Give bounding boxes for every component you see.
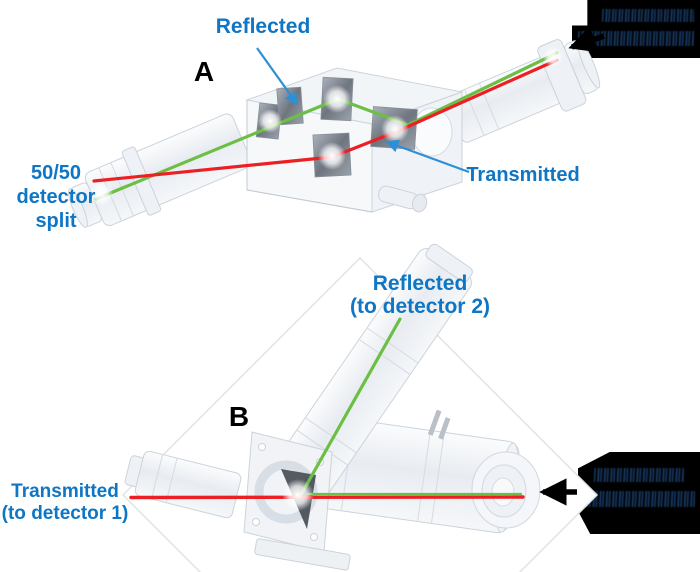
split-line1: 50/50 [30,162,82,184]
redacted-text-line [578,31,694,46]
split-line2: detector [16,186,96,208]
redacted-text-line [602,9,694,22]
panel-b-letter: B [228,401,250,432]
beam-red-a [92,58,559,183]
panel-a-letter: A [193,56,215,87]
transmitted-b-line2: (to detector 1) [1,503,129,524]
transmitted-label-a: Transmitted [466,164,580,186]
redacted-text-line [583,491,695,507]
beam-red-b [129,495,525,500]
reflected-b-line1: Reflected [372,272,468,295]
reflected-label-b: Reflected(to detector 2) [340,272,500,318]
split-line3: split [35,210,77,232]
transmitted-label-b: Transmitted(to detector 1) [0,481,130,525]
transmitted-leader-line-a [385,139,470,174]
redacted-text-line [594,468,684,482]
beam-green-reflected-b [300,317,402,495]
beam-glows-a [89,47,563,206]
redacted-label-bottom-right [578,452,700,534]
reflected-leader-line-a [256,47,299,106]
beam-glow-b [282,479,314,511]
incoming-light-arrow-a [568,26,605,53]
transmitted-b-line1: Transmitted [11,481,119,502]
reflected-label-a: Reflected [215,15,311,38]
reflected-b-line2: (to detector 2) [349,295,490,318]
beam-green-a [94,51,559,201]
